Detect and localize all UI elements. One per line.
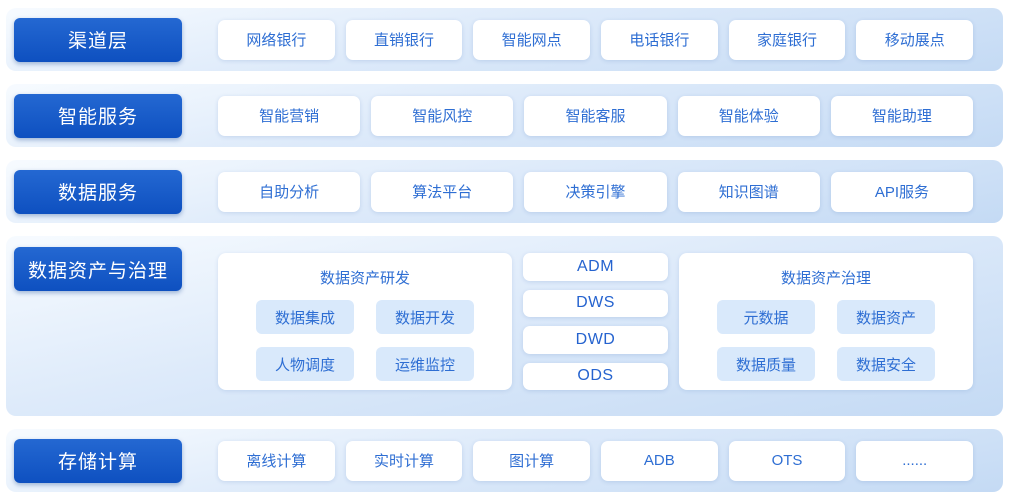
layer-band-data-assets: 数据资产与治理 数据资产研发 数据集成 数据开发 人物调度 运维监控 ADM D… [6,236,1003,416]
node-chip: API服务 [830,171,974,212]
node-chip: 数据质量 [717,347,815,381]
layer-label-data-services: 数据服务 [14,169,182,214]
layer-label-smart-services: 智能服务 [14,93,182,138]
node-chip: 自助分析 [218,171,361,212]
data-asset-governance-grid: 元数据 数据资产 数据质量 数据安全 [717,300,935,381]
layer-label-data-assets: 数据资产与治理 [14,247,182,291]
node-chip: 智能营销 [218,95,361,136]
layer-band-channels: 渠道层 网络银行 直销银行 智能网点 电话银行 家庭银行 移动展点 [6,8,1003,71]
node-chip: 移动展点 [856,19,974,60]
panel-data-asset-governance: 数据资产治理 元数据 数据资产 数据质量 数据安全 [679,253,973,390]
node-chip: 实时计算 [345,440,463,481]
node-chip: DWS [523,289,668,317]
layer-label-storage-compute: 存储计算 [14,438,182,483]
node-chip: 运维监控 [376,347,474,381]
channel-chips: 网络银行 直销银行 智能网点 电话银行 家庭银行 移动展点 [218,19,974,60]
node-chip: 智能体验 [677,95,820,136]
node-chip: 直销银行 [345,19,463,60]
node-chip: 家庭银行 [728,19,846,60]
node-chip: 数据开发 [376,300,474,334]
node-chip: ...... [856,440,974,481]
panel-title-data-asset-governance: 数据资产治理 [780,270,871,287]
node-chip: 图计算 [473,440,591,481]
data-service-chips: 自助分析 算法平台 决策引擎 知识图谱 API服务 [218,171,974,212]
panel-data-asset-dev: 数据资产研发 数据集成 数据开发 人物调度 运维监控 [218,253,512,390]
node-chip: ADB [601,440,718,481]
node-chip: 人物调度 [256,347,354,381]
layer-band-storage-compute: 存储计算 离线计算 实时计算 图计算 ADB OTS ...... [6,429,1003,492]
node-chip: ADM [523,253,668,281]
node-chip: 元数据 [717,300,815,334]
node-chip: DWD [523,326,668,354]
node-chip: 网络银行 [218,19,335,60]
panel-title-data-asset-dev: 数据资产研发 [319,270,410,287]
node-chip: 知识图谱 [677,171,820,212]
node-chip: 智能网点 [473,19,591,60]
dw-layer-stack: ADM DWS DWD ODS [523,253,668,390]
node-chip: ODS [523,362,668,390]
layer-label-channels: 渠道层 [14,17,182,62]
data-assets-content: 数据资产研发 数据集成 数据开发 人物调度 运维监控 ADM DWS DWD O… [218,253,973,390]
node-chip: 算法平台 [371,171,514,212]
node-chip: 数据安全 [837,347,935,381]
storage-compute-chips: 离线计算 实时计算 图计算 ADB OTS ...... [218,440,974,481]
node-chip: 离线计算 [218,440,335,481]
layer-band-smart-services: 智能服务 智能营销 智能风控 智能客服 智能体验 智能助理 [6,84,1003,147]
node-chip: 数据资产 [837,300,935,334]
node-chip: 决策引擎 [524,171,667,212]
smart-service-chips: 智能营销 智能风控 智能客服 智能体验 智能助理 [218,95,974,136]
node-chip: OTS [728,440,846,481]
node-chip: 智能风控 [371,95,514,136]
data-asset-dev-grid: 数据集成 数据开发 人物调度 运维监控 [256,300,474,381]
node-chip: 数据集成 [256,300,354,334]
node-chip: 电话银行 [601,19,718,60]
node-chip: 智能客服 [524,95,667,136]
node-chip: 智能助理 [830,95,974,136]
layer-band-data-services: 数据服务 自助分析 算法平台 决策引擎 知识图谱 API服务 [6,160,1003,223]
